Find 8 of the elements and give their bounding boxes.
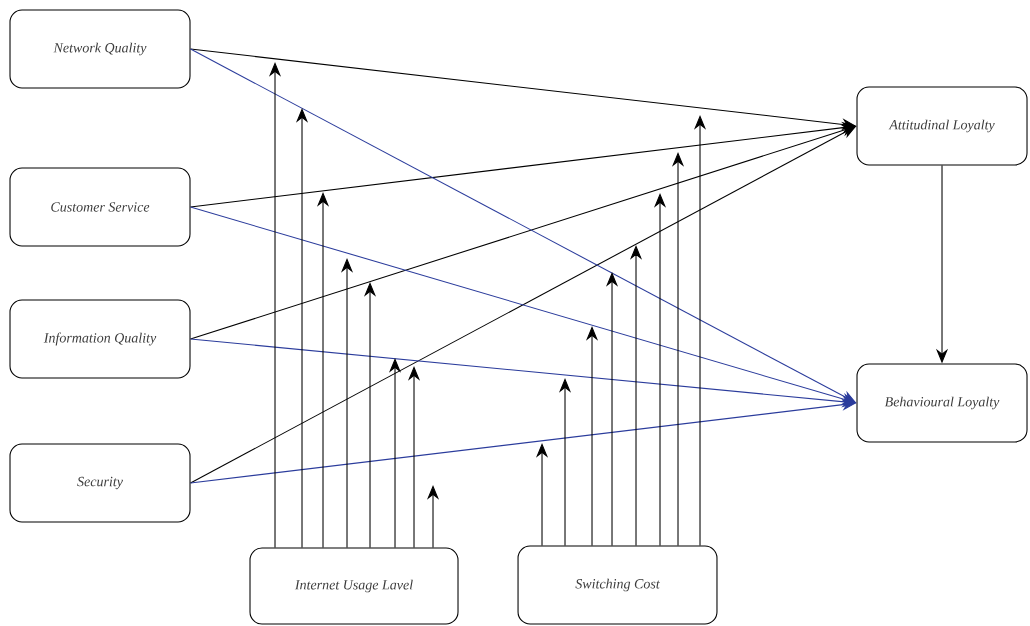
concept-box: Switching Cost (517, 545, 718, 625)
concept-box: Behavioural Loyalty (856, 363, 1028, 443)
concept-box: Information Quality (9, 299, 191, 379)
concept-box: Internet Usage Lavel (249, 547, 459, 625)
concept-box: Security (9, 443, 191, 523)
concept-box: Customer Service (9, 167, 191, 247)
concept-box: Network Quality (9, 9, 191, 89)
concept-box: Attitudinal Loyalty (856, 86, 1028, 166)
